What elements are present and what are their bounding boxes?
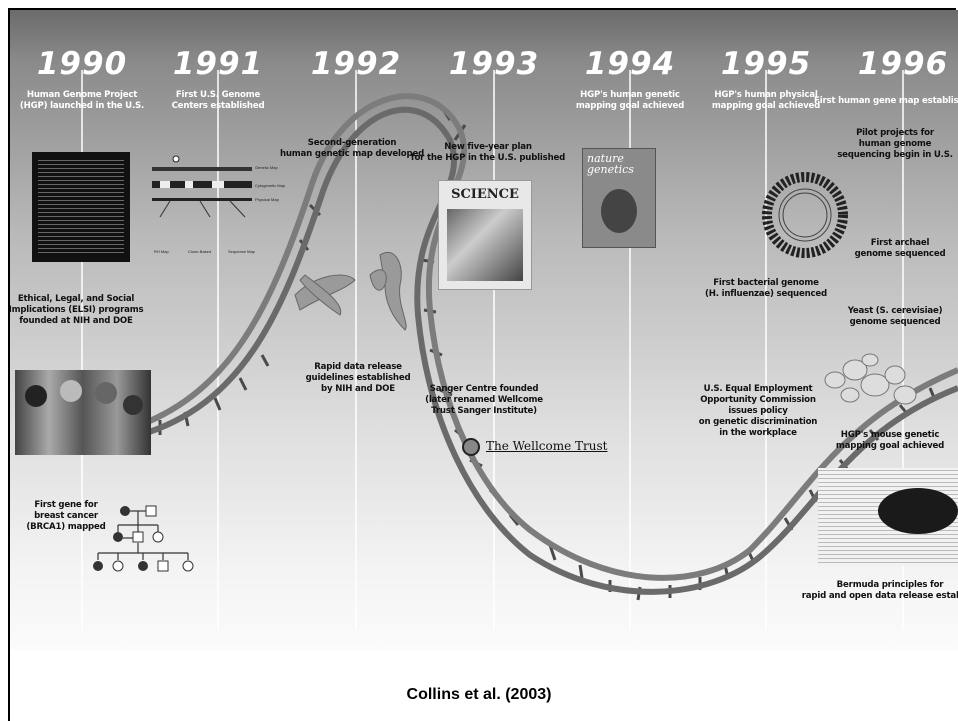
event-1995-bacterial-genome: First bacterial genome (H. influenzae) s… [705, 278, 827, 300]
event-1992-genetic-map: Second-generation human genetic map deve… [280, 138, 424, 160]
event-1996-bermuda-principles: Bermuda principles for rapid and open da… [802, 580, 958, 602]
year-label-1992: 1992 [311, 46, 401, 82]
genome-map-diagram: Genetic Map Cytogenetic Map Physical Map… [150, 155, 300, 260]
map-label-physical: Physical Map [255, 197, 280, 202]
nature-genetics-cover-image: nature genetics [582, 148, 656, 248]
map-label-sequence: Sequence Map [228, 249, 256, 254]
wellcome-trust-logo: The Wellcome Trust [462, 436, 602, 460]
timeline-poster: 1990 1991 1992 1993 1994 1995 1996 Genetic Map… [10, 10, 958, 650]
year-label-1993: 1993 [449, 46, 539, 82]
event-1993-sanger-centre: Sanger Centre founded (later renamed Wel… [425, 384, 543, 417]
year-label-1990: 1990 [37, 46, 127, 82]
event-1996-pilot-projects: Pilot projects for human genome sequenci… [837, 128, 953, 161]
genome-paper-image [32, 152, 130, 262]
mouse-data-image [818, 468, 958, 566]
year-label-1991: 1991 [173, 46, 263, 82]
science-logo: SCIENCE [439, 187, 531, 202]
map-label-clone: Clone-Based [188, 249, 211, 254]
mouse-image [878, 488, 958, 534]
nature-genetics-logo: nature genetics [583, 149, 655, 179]
wellcome-seal-icon [462, 438, 480, 456]
map-label-cyto: Cytogenetic Map [255, 183, 286, 188]
event-1990-hgp-launched: Human Genome Project (HGP) launched in t… [20, 90, 144, 112]
event-1995-eeoc-policy: U.S. Equal Employment Opportunity Commis… [699, 384, 817, 439]
helix-rung [240, 378, 246, 390]
wellcome-trust-text: The Wellcome Trust [486, 439, 607, 453]
children-photo [15, 370, 151, 455]
year-label-1994: 1994 [585, 46, 675, 82]
event-1996-gene-map: First human gene map established [814, 96, 958, 107]
year-label-1995: 1995 [721, 46, 811, 82]
event-1993-five-year-plan: New five-year plan for the HGP in the U.… [411, 142, 565, 164]
event-1990-elsi: Ethical, Legal, and Social Implications … [10, 294, 143, 327]
map-label-rh: RH Map [154, 249, 169, 254]
yeast-cells-image [815, 340, 925, 420]
event-1994-genetic-mapping-goal: HGP's human genetic mapping goal achieve… [576, 90, 684, 112]
helix-rung [215, 398, 220, 410]
event-1996-yeast-genome: Yeast (S. cerevisiae) genome sequenced [848, 306, 943, 328]
event-1995-physical-mapping-goal: HGP's human physical mapping goal achiev… [712, 90, 820, 112]
map-label-genetic: Genetic Map [255, 165, 278, 170]
event-1996-archaeal-genome: First archael genome sequenced [855, 238, 946, 260]
helix-rung [262, 355, 268, 366]
helix-rung [580, 565, 582, 578]
chromosome-image [285, 235, 425, 345]
bacterial-genome-circle [760, 170, 850, 260]
event-1990-brca1: First gene for breast cancer (BRCA1) map… [26, 500, 105, 533]
event-1996-mouse-mapping: HGP's mouse genetic mapping goal achieve… [836, 430, 944, 452]
science-cover-image: SCIENCE [438, 180, 532, 290]
year-label-1996: 1996 [858, 46, 948, 82]
event-1991-genome-centers: First U.S. Genome Centers established [172, 90, 265, 112]
citation-caption: Collins et al. (2003) [0, 686, 958, 704]
event-1992-data-release: Rapid data release guidelines establishe… [306, 362, 411, 395]
